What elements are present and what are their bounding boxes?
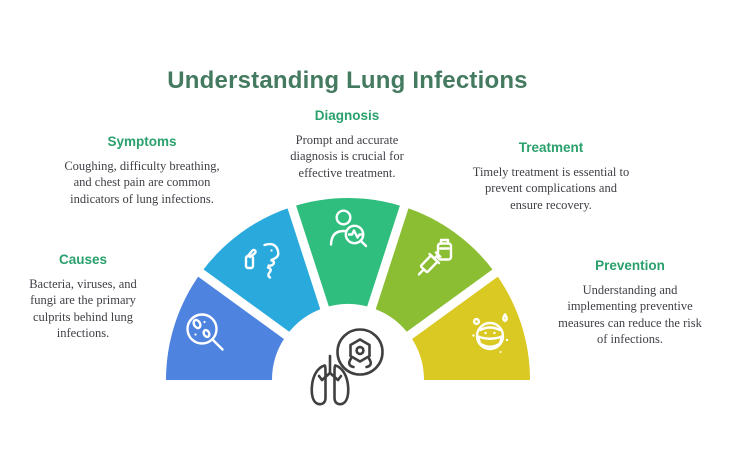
section-diagnosis: Diagnosis Prompt and accurate diagnosis … — [272, 108, 422, 181]
section-treatment-title: Treatment — [518, 140, 584, 155]
segment-causes — [166, 273, 287, 380]
segment-prevention — [409, 273, 530, 380]
segment-treatment — [371, 206, 496, 336]
section-diagnosis-description: Prompt and accurate diagnosis is crucial… — [290, 133, 404, 180]
section-diagnosis-title: Diagnosis — [314, 108, 380, 123]
section-symptoms: Symptoms Coughing, difficulty breathing,… — [52, 134, 232, 207]
section-causes: Causes Bacteria, viruses, and fungi are … — [13, 252, 153, 341]
lungs-virus-icon — [310, 328, 384, 406]
germs-magnifier-icon — [186, 313, 224, 351]
section-causes-description: Bacteria, viruses, and fungi are the pri… — [29, 277, 137, 340]
segment-symptoms — [200, 206, 325, 336]
section-symptoms-title: Symptoms — [107, 134, 177, 149]
section-symptoms-description: Coughing, difficulty breathing, and ches… — [64, 159, 220, 206]
masked-face-icon — [472, 313, 509, 353]
section-prevention-description: Understanding and implementing preventiv… — [558, 283, 702, 346]
section-causes-title: Causes — [58, 252, 108, 267]
diagnosis-magnifier-icon — [329, 209, 368, 248]
syringe-vial-icon — [417, 238, 453, 276]
section-treatment-description: Timely treatment is essential to prevent… — [472, 165, 630, 212]
page-title: Understanding Lung Infections — [167, 67, 528, 95]
section-prevention: Prevention Understanding and implementin… — [550, 258, 710, 347]
section-prevention-title: Prevention — [595, 258, 665, 273]
section-treatment: Treatment Timely treatment is essential … — [458, 140, 644, 213]
coughing-person-icon — [244, 242, 280, 279]
